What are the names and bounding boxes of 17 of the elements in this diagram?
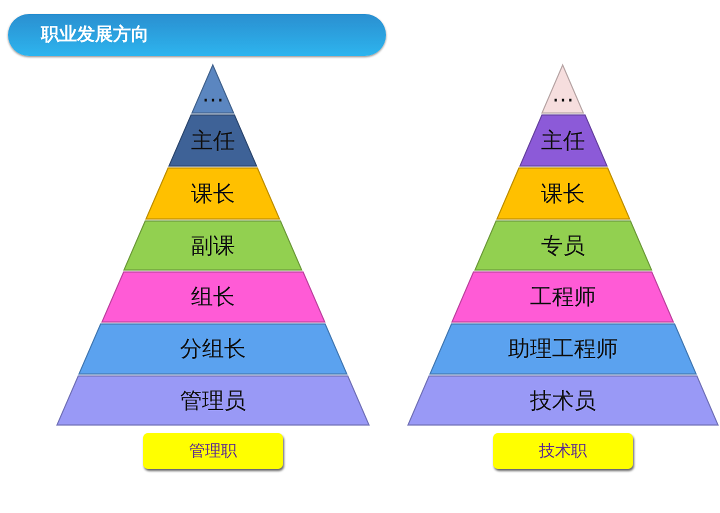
tier-label: 主任 — [190, 128, 235, 156]
tier-label: 分组长 — [180, 336, 246, 364]
tier-label: 课长 — [190, 180, 235, 208]
tier-label: 专员 — [540, 232, 585, 260]
category-label: 技术职 — [493, 433, 633, 469]
tier-label: 副课 — [190, 232, 235, 260]
tier-label: 工程师 — [530, 284, 596, 312]
tier-label: 主任 — [540, 128, 585, 156]
tier-label: 管理员 — [180, 388, 246, 416]
tier-label: 组长 — [190, 284, 235, 312]
tier-label: … — [202, 82, 224, 108]
tier-label: 助理工程师 — [508, 336, 618, 364]
category-label: 管理职 — [143, 433, 283, 469]
tier-label: 课长 — [540, 180, 585, 208]
title-banner: 职业发展方向 — [8, 14, 386, 56]
tier-label: … — [552, 82, 574, 108]
tier-label: 技术员 — [530, 388, 596, 416]
